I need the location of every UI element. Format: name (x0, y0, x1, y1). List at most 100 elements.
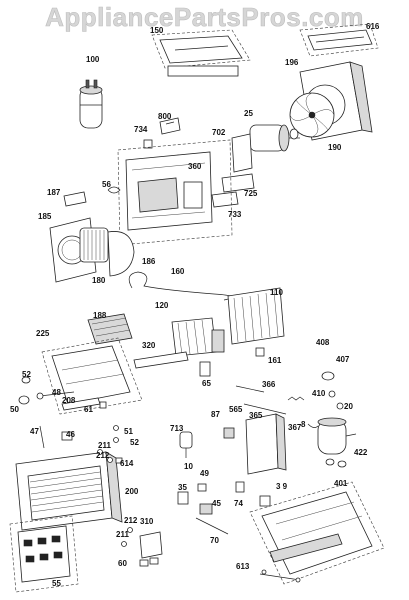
part-52b-screw (113, 437, 119, 443)
part-label-61: 61 (84, 405, 93, 414)
part-616-top-rail (299, 23, 379, 57)
part-190-fan-blade (289, 92, 335, 138)
part-label-614: 614 (120, 459, 134, 468)
part-212-screw (107, 457, 113, 463)
part-label-8: 8 (301, 420, 306, 429)
part-87-relay (223, 427, 235, 439)
part-label-55: 55 (52, 579, 61, 588)
part-label-713: 713 (170, 424, 184, 433)
part-200-front-grille (15, 451, 123, 531)
part-51-screw (113, 425, 119, 431)
part-label-65: 65 (202, 379, 211, 388)
part-56-clip (107, 186, 121, 194)
part-161-clip (255, 347, 265, 357)
part-label-367: 367 (288, 423, 302, 432)
part-150-top-cover (151, 29, 251, 77)
part-61-clip (99, 401, 107, 409)
part-label-211b: 211 (116, 530, 129, 539)
part-label-52: 52 (22, 370, 31, 379)
part-label-702: 702 (212, 128, 226, 137)
part-65-bracket (199, 361, 211, 377)
part-20-washer (336, 402, 344, 410)
part-label-60: 60 (118, 559, 127, 568)
part-label-46: 46 (66, 430, 75, 439)
part-label-190: 190 (328, 143, 342, 152)
part-35-bracket (177, 491, 189, 505)
part-label-410: 410 (312, 389, 326, 398)
part-label-70: 70 (210, 536, 219, 545)
part-110-condenser (227, 287, 285, 345)
part-366-rod (235, 385, 265, 393)
part-label-100: 100 (86, 55, 100, 64)
part-label-196: 196 (285, 58, 299, 67)
part-60-clip (139, 557, 159, 567)
part-label-208: 208 (62, 396, 76, 405)
part-label-733: 733 (228, 210, 242, 219)
part-label-74: 74 (234, 499, 243, 508)
part-label-39: 3 9 (276, 482, 288, 491)
part-47-rod (39, 425, 45, 449)
part-label-180: 180 (92, 276, 106, 285)
part-label-365: 365 (249, 411, 263, 420)
part-label-45: 45 (212, 499, 221, 508)
part-188-filter (87, 313, 133, 345)
part-label-212: 212 (96, 451, 110, 460)
part-label-49: 49 (200, 469, 209, 478)
part-label-211: 211 (98, 441, 111, 450)
part-25-fan-motor (249, 124, 300, 152)
part-614-clip (115, 457, 123, 464)
part-422-compressor (317, 417, 357, 455)
part-8-wire (307, 423, 319, 428)
part-label-47: 47 (30, 427, 39, 436)
part-label-422: 422 (354, 448, 368, 457)
part-187-bracket (63, 191, 87, 207)
part-label-613: 613 (236, 562, 250, 571)
part-725-plate (221, 173, 255, 193)
part-365-rod (243, 403, 287, 415)
part-713-thermostat (179, 431, 193, 458)
part-label-800: 800 (158, 112, 172, 121)
part-label-10: 10 (184, 462, 193, 471)
part-label-408: 408 (316, 338, 330, 347)
part-407-grommet (321, 371, 335, 381)
part-613-rail (259, 569, 301, 583)
part-49-clip (197, 483, 207, 492)
part-52-knob (21, 376, 31, 384)
part-74-plug (235, 481, 245, 493)
part-702-mount (231, 133, 253, 173)
part-46-knob (61, 431, 73, 441)
part-367-spring (287, 396, 305, 401)
part-label-360: 360 (188, 162, 202, 171)
part-label-310: 310 (140, 517, 154, 526)
part-39-clip (259, 495, 271, 507)
part-label-186: 186 (142, 257, 156, 266)
part-label-87: 87 (211, 410, 220, 419)
part-label-160: 160 (171, 267, 185, 276)
part-label-52b: 52 (130, 438, 139, 447)
part-310-panel (139, 531, 163, 559)
part-label-48: 48 (52, 388, 61, 397)
part-label-320: 320 (142, 341, 156, 350)
part-label-25: 25 (244, 109, 253, 118)
part-212b-screw (127, 527, 133, 533)
part-211b-screw (121, 541, 127, 547)
part-label-161: 161 (268, 356, 282, 365)
part-800-bracket (159, 117, 181, 135)
part-label-188: 188 (93, 311, 107, 320)
part-320-strip (133, 351, 189, 369)
part-label-120: 120 (155, 301, 169, 310)
part-label-407: 407 (336, 355, 350, 364)
part-120-evaporator (171, 317, 225, 357)
part-180-blower-wheel (79, 227, 109, 263)
part-733-bracket (211, 191, 239, 208)
part-label-212b: 212 (124, 516, 138, 525)
part-label-401: 401 (334, 479, 348, 488)
part-211-screw (97, 449, 103, 455)
part-label-616: 616 (366, 22, 380, 31)
part-55-control-panel (9, 515, 79, 593)
main-partition-panel (117, 139, 233, 246)
part-225-base-pan (41, 337, 143, 415)
part-label-225: 225 (36, 329, 50, 338)
part-label-56: 56 (102, 180, 111, 189)
